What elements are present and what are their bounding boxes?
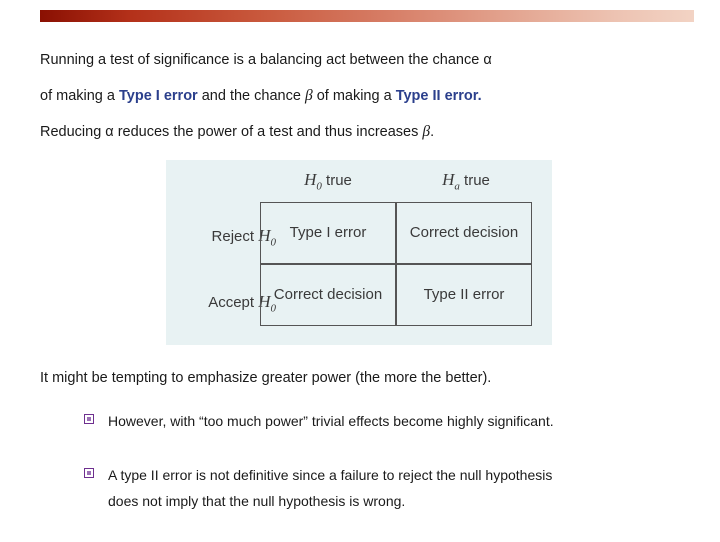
paragraph-line-1: Running a test of significance is a bala…	[40, 50, 492, 70]
bullet-1-line-1: However, with “too much power” trivial e…	[108, 413, 554, 429]
matrix-cell-correct-decision-top: Correct decision	[396, 202, 532, 264]
paragraph-2-text-a: of making a	[40, 88, 119, 104]
keyword-type-ii-error: Type II error.	[395, 88, 482, 104]
header-accent-bar	[40, 10, 694, 22]
alpha-symbol: α	[483, 52, 492, 68]
row-header-1-symbol: H	[258, 226, 271, 245]
bullet-2-line-2: does not imply that the null hypothesis …	[108, 493, 406, 509]
col-header-2-symbol: H	[442, 170, 455, 189]
list-item: A type II error is not definitive since …	[84, 462, 684, 514]
decision-matrix-grid: H0 true Ha true Reject H0 Accept H0 Type…	[166, 160, 552, 345]
col-header-1-symbol: H	[304, 170, 317, 189]
col-header-2-subscript: a	[454, 180, 460, 193]
row-header-accept-h0: Accept H0	[172, 292, 276, 314]
keyword-type-i-error: Type I error	[119, 88, 198, 104]
square-bullet-icon	[84, 468, 94, 478]
paragraph-3-text-c: .	[430, 124, 435, 140]
paragraph-3-text-a: Reducing	[40, 124, 106, 140]
paragraph-2-text-b: and the chance	[197, 88, 305, 104]
col-header-2-text: true	[459, 172, 490, 189]
lower-statement: It might be tempting to emphasize greate…	[40, 370, 492, 386]
paragraph-line-2: of making a Type I error and the chance …	[40, 86, 482, 106]
bullet-list: However, with “too much power” trivial e…	[84, 408, 684, 542]
row-header-2-symbol: H	[258, 292, 271, 311]
paragraph-line-3: Reducing α reduces the power of a test a…	[40, 122, 434, 142]
alpha-symbol-2: α	[105, 124, 114, 140]
col-header-1-text: true	[321, 172, 352, 189]
bullet-2-line-1: A type II error is not definitive since …	[108, 467, 553, 483]
row-header-reject-h0: Reject H0	[172, 226, 276, 248]
matrix-cell-correct-decision-bottom: Correct decision	[260, 264, 396, 326]
beta-symbol-1: β	[304, 87, 313, 104]
paragraph-1-text: Running a test of significance is a bala…	[40, 52, 484, 68]
paragraph-2-text-c: of making a	[312, 88, 396, 104]
beta-symbol-2: β	[422, 123, 431, 140]
row-header-2-subscript: 0	[270, 302, 277, 315]
square-bullet-icon	[84, 414, 94, 424]
matrix-cell-type-i-error: Type I error	[260, 202, 396, 264]
matrix-cell-type-ii-error: Type II error	[396, 264, 532, 326]
list-item: However, with “too much power” trivial e…	[84, 408, 684, 434]
column-header-h0-true: H0 true	[260, 170, 396, 192]
row-header-2-text: Accept	[208, 294, 259, 311]
row-header-1-subscript: 0	[270, 236, 277, 249]
paragraph-3-text-b: reduces the power of a test and thus inc…	[113, 124, 423, 140]
decision-matrix-figure: H0 true Ha true Reject H0 Accept H0 Type…	[166, 160, 552, 345]
row-header-1-text: Reject	[211, 228, 259, 245]
col-header-1-subscript: 0	[316, 180, 322, 193]
column-header-ha-true: Ha true	[398, 170, 534, 192]
